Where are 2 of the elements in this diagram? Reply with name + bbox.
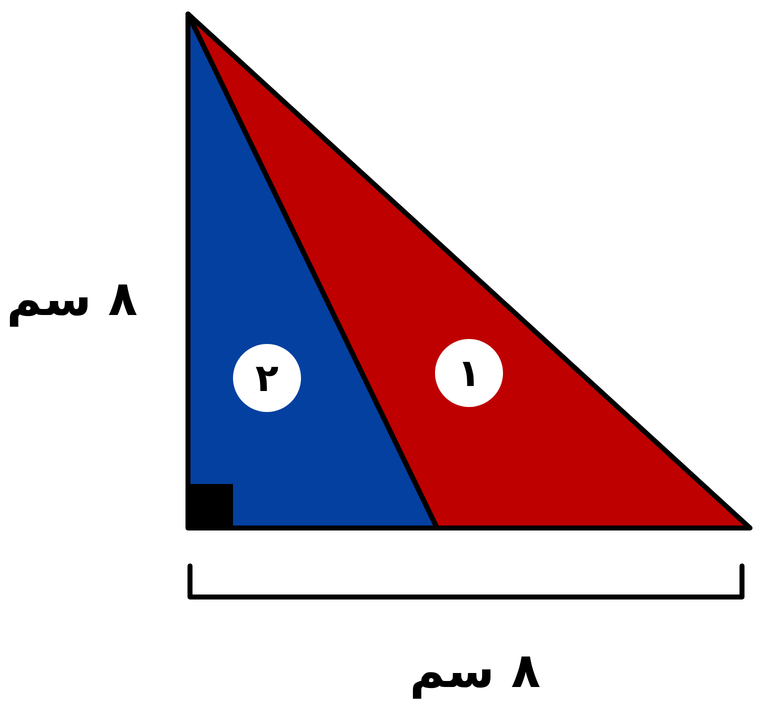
dimension-label: ٨ سم	[410, 643, 540, 701]
dimension-label: ٨ سم	[6, 271, 138, 329]
